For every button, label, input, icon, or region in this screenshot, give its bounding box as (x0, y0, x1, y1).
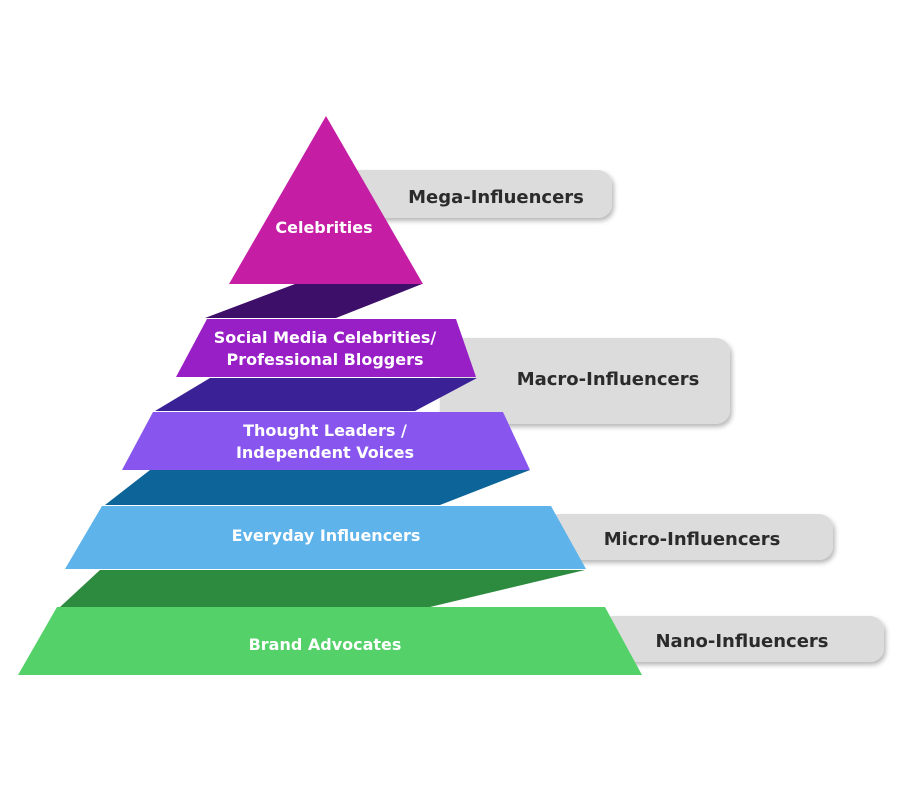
tier-social-media-celebrities: Social Media Celebrities/ Professional B… (176, 319, 476, 377)
category-label: Macro-Influencers (517, 369, 700, 390)
category-macro-influencers: Macro-Influencers (440, 338, 730, 424)
category-label: Nano-Influencers (655, 631, 828, 652)
tier-celebrities: Celebrities (229, 116, 423, 284)
tier-label: Brand Advocates (249, 635, 402, 654)
tier-label-line-1: Social Media Celebrities/ (214, 328, 437, 347)
category-nano-influencers: Nano-Influencers (600, 616, 884, 662)
connector-1 (205, 284, 422, 318)
pyramid-tiers: Celebrities Social Media Celebrities/ Pr… (18, 116, 642, 675)
tier-shape (18, 607, 642, 675)
category-box (320, 170, 612, 218)
tier-everyday-influencers: Everyday Influencers (65, 506, 586, 569)
category-labels: Mega-Influencers Macro-Influencers Micro… (320, 170, 884, 662)
connector-3 (105, 470, 530, 505)
tier-shape (122, 412, 530, 470)
tier-label-line-2: Professional Bloggers (226, 350, 423, 369)
tier-shape (65, 506, 586, 569)
category-mega-influencers: Mega-Influencers (320, 170, 612, 218)
pyramid-connectors (60, 284, 585, 607)
category-label: Mega-Influencers (408, 187, 584, 208)
category-label: Micro-Influencers (604, 529, 781, 550)
tier-label-line-1: Thought Leaders / (243, 421, 407, 440)
connector-2 (155, 378, 477, 411)
tier-brand-advocates: Brand Advocates (18, 607, 642, 675)
category-micro-influencers: Micro-Influencers (545, 514, 833, 560)
tier-thought-leaders: Thought Leaders / Independent Voices (122, 412, 530, 470)
tier-label: Everyday Influencers (232, 526, 421, 545)
tier-shape (176, 319, 476, 377)
category-box (545, 514, 833, 560)
category-box (440, 338, 730, 424)
category-box (600, 616, 884, 662)
tier-shape (229, 116, 423, 284)
connector-4 (60, 570, 585, 607)
tier-label: Celebrities (275, 218, 372, 237)
tier-label-line-2: Independent Voices (236, 443, 414, 462)
